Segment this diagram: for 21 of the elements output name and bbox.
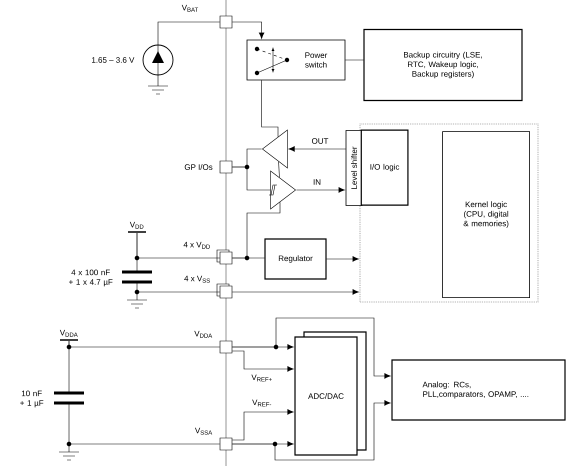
connector bbox=[232, 409, 294, 440]
capacitor-symbol bbox=[120, 270, 154, 284]
connector bbox=[296, 187, 345, 193]
connector bbox=[261, 80, 278, 137]
connector bbox=[232, 22, 264, 39]
connector bbox=[232, 318, 391, 379]
connector bbox=[68, 340, 70, 392]
connector bbox=[136, 283, 220, 292]
connector bbox=[288, 146, 346, 152]
dotted-region bbox=[360, 124, 538, 302]
current-source-symbol bbox=[142, 44, 174, 76]
connector bbox=[232, 166, 271, 190]
connector bbox=[232, 350, 294, 372]
connector bbox=[136, 232, 138, 271]
connector bbox=[232, 289, 359, 295]
connector bbox=[278, 161, 280, 178]
capacitor-symbol bbox=[52, 392, 86, 404]
connector bbox=[232, 400, 391, 460]
connector bbox=[326, 256, 359, 262]
connector bbox=[68, 404, 220, 444]
connector bbox=[158, 22, 220, 45]
